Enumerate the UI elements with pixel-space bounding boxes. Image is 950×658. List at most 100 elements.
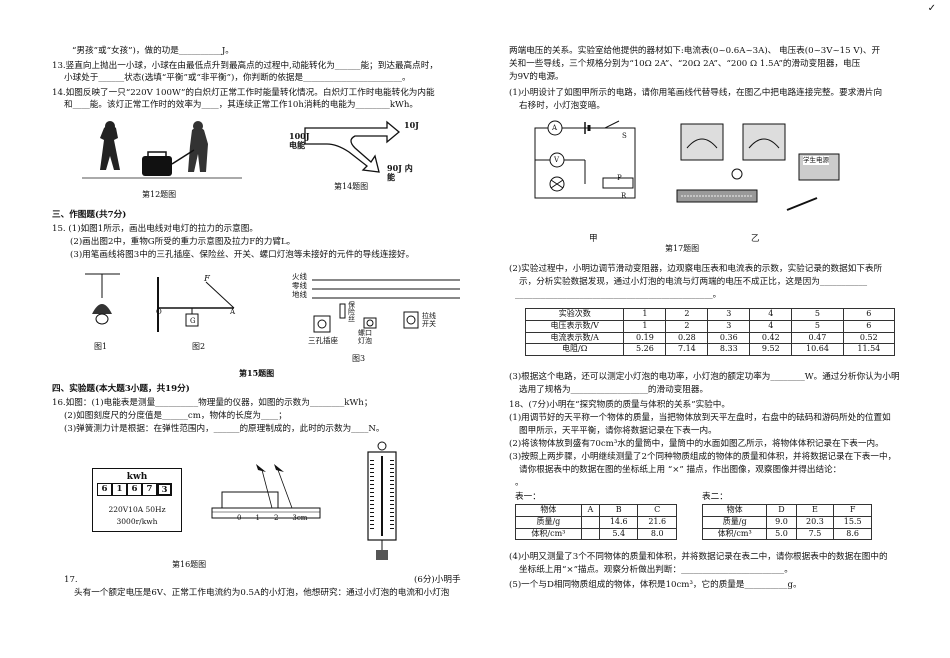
ruler-tick-2: 2 (273, 514, 293, 522)
check-mark: ✓ (927, 3, 936, 14)
fig16-caption: 第16题图 (172, 560, 207, 569)
table-cell: 2 (665, 308, 709, 321)
fig14-energy-diagram (304, 120, 401, 173)
table-cell: 5.0 (766, 527, 797, 541)
table-cell: 3 (707, 308, 751, 321)
table-cell: 3 (707, 319, 751, 333)
fig3-switch-label: 拉线开关 (422, 312, 436, 328)
fig2-lever (157, 277, 235, 332)
fig15-caption: 第15题图 (239, 368, 275, 378)
left-column: “男孩”或“女孩”)，做的功是__________J。 13.竖直向上抛出一小球… (52, 0, 462, 658)
fig3-caption: 图3 (352, 354, 366, 363)
circuit-yi-label: 乙 (751, 234, 760, 244)
fig17-caption: 第17题图 (665, 244, 700, 253)
meter-digit: 1 (112, 483, 127, 496)
q13-line1: 13.竖直向上抛出一小球，小球在由最低点升到最高点的过程中,动能转化为_____… (52, 61, 438, 71)
q18-header: 18、(7分)小明在“探究物质的质量与体积的关系”实验中。 (509, 400, 730, 410)
meter-digits: 6 1 6 7 3 (97, 483, 172, 496)
table-cell: 8.33 (707, 343, 751, 357)
section3-title: 三、作图题(共7分) (52, 210, 127, 220)
meter-unit-label: kwh (126, 472, 148, 482)
fig2-caption: 图2 (192, 342, 206, 351)
q14-line1: 14.如图反映了一只“220V 100W”的白炽灯正常工作时能量转化情况。白炽灯… (52, 88, 435, 98)
section4-title: 四、实验题(本大题3小题，共19分) (52, 384, 190, 394)
fig3-wiring (312, 279, 460, 333)
rheostat-label: R (621, 192, 627, 200)
q17-part3-line1: (3)根据这个电路，还可以测定小灯泡的电功率，小灯泡的额定功率为________… (509, 372, 900, 382)
table-cell: 物体 (515, 504, 582, 517)
table-cell: 质量/g (515, 515, 582, 529)
slider-label: P (617, 174, 622, 182)
table2-title: 表二： (702, 492, 728, 502)
table-cell: 20.3 (795, 515, 835, 529)
fig2-weight-label: G (190, 317, 196, 325)
table-cell: 电阻/Ω (524, 343, 625, 357)
fig3-fuse-label: 保险丝 (348, 301, 355, 323)
table1-title: 表一： (515, 492, 541, 502)
table-cell: 7.14 (665, 343, 709, 357)
q18-part2: (2)将该物体放到盛有70cm³水的量筒中，量筒中的水面如图乙所示，将物体体积记… (509, 439, 884, 449)
q15-line1: 15. (1)如图1所示，画出电线对电灯的拉力的示意图。 (52, 224, 258, 234)
table-cell: F (833, 504, 872, 517)
fig3-live-wire-label: 火线 (292, 272, 307, 281)
table-cell: 电流表示数/A (524, 331, 625, 345)
switch-label: S (622, 132, 627, 140)
q14-line2: 和____能。该灯正常工作时的效率为____，其连续正常工作10h消耗的电能为_… (64, 100, 419, 110)
table-cell: 5.26 (623, 343, 667, 357)
q17-line1: 头有一个额定电压是6V、正常工作电流约为0.5A的小灯泡，他想研究：通过小灯泡的… (74, 588, 450, 598)
table-cell: E (795, 504, 835, 517)
ruler-tick-3: 3cm (292, 514, 308, 522)
meter-digit-decimal: 3 (157, 483, 172, 496)
q16-line1: 16.如图：(1)电能表是测量__________物理量的仪器，如图的示数为__… (52, 398, 373, 408)
table-cell: 7.5 (795, 527, 835, 541)
q17-cont-line1: 两端电压的关系。实验室给他提供的器材如下:电流表(0~0.6A~3A)、 电压表… (509, 46, 881, 56)
q11-tail: “男孩”或“女孩”)，做的功是__________J。 (72, 46, 234, 56)
table-cell: D (766, 504, 797, 517)
table-cell: 1 (623, 308, 667, 321)
meter-digit: 7 (142, 483, 157, 496)
table-cell: 10.64 (791, 343, 844, 357)
fig12-caption: 第12题图 (142, 190, 177, 199)
table-cell: 4 (749, 319, 793, 333)
ammeter-label: A (552, 124, 558, 132)
table-cell: 电压表示数/V (524, 319, 625, 333)
table-cell: 1 (623, 319, 667, 333)
q17-part3-line2: 选用了规格为__________________的滑动变阻器。 (519, 385, 709, 395)
q18-part3-line3: 。 (515, 478, 524, 488)
q18-part5: (5)一个与D相同物质组成的物体，体积是10cm³，它的质量是_________… (509, 580, 802, 590)
table-cell: 0.36 (707, 331, 751, 345)
ruler-tick-0: 0 (237, 514, 256, 522)
table-cell: 9.0 (766, 515, 797, 529)
table-cell: C (637, 504, 677, 517)
q18-part4-line2: 坐标纸上用“×”描点。观察分析做出判断：____________________… (519, 565, 793, 575)
fig3-socket-label: 三孔插座 (308, 336, 338, 345)
fig3-neutral-wire-label: 零线 (292, 281, 307, 290)
table-cell: 0.28 (665, 331, 709, 345)
fig1-caption: 图1 (94, 342, 108, 351)
q17-part2-line1: (2)实验过程中，小明边调节滑动变阻器，边观察电压表和电流表的示数，实验记录的数… (509, 264, 883, 274)
q17-part1-line2: 右移时，小灯泡变暗。 (519, 101, 605, 111)
fig2-pivot-label: O (156, 308, 162, 316)
table-cell: 0.42 (749, 331, 793, 345)
fig14-light-label: 10J (404, 120, 419, 130)
q17-number: 17. (64, 575, 78, 585)
table-cell: 0.52 (842, 331, 896, 345)
q18-part1-line2: 图甲所示，天平平衡，请你将数据记录在下表一内。 (519, 426, 717, 436)
q18-part1-line1: (1)用调节好的天平称一个物体的质量，当把物体放到天平左盘时，右盘中的砝码和游码… (509, 413, 891, 423)
ruler-tick-1: 1 (255, 514, 274, 522)
circuit-jia-label: 甲 (589, 234, 598, 244)
table-cell: 物体 (701, 504, 768, 517)
fig14-caption: 第14题图 (334, 182, 369, 191)
fig3-bulb-label: 螺口灯泡 (358, 329, 372, 345)
q18-part4-line1: (4)小明又测量了3个不同物体的质量和体积，并将数据记录在表二中，请你根据表中的… (509, 552, 888, 562)
